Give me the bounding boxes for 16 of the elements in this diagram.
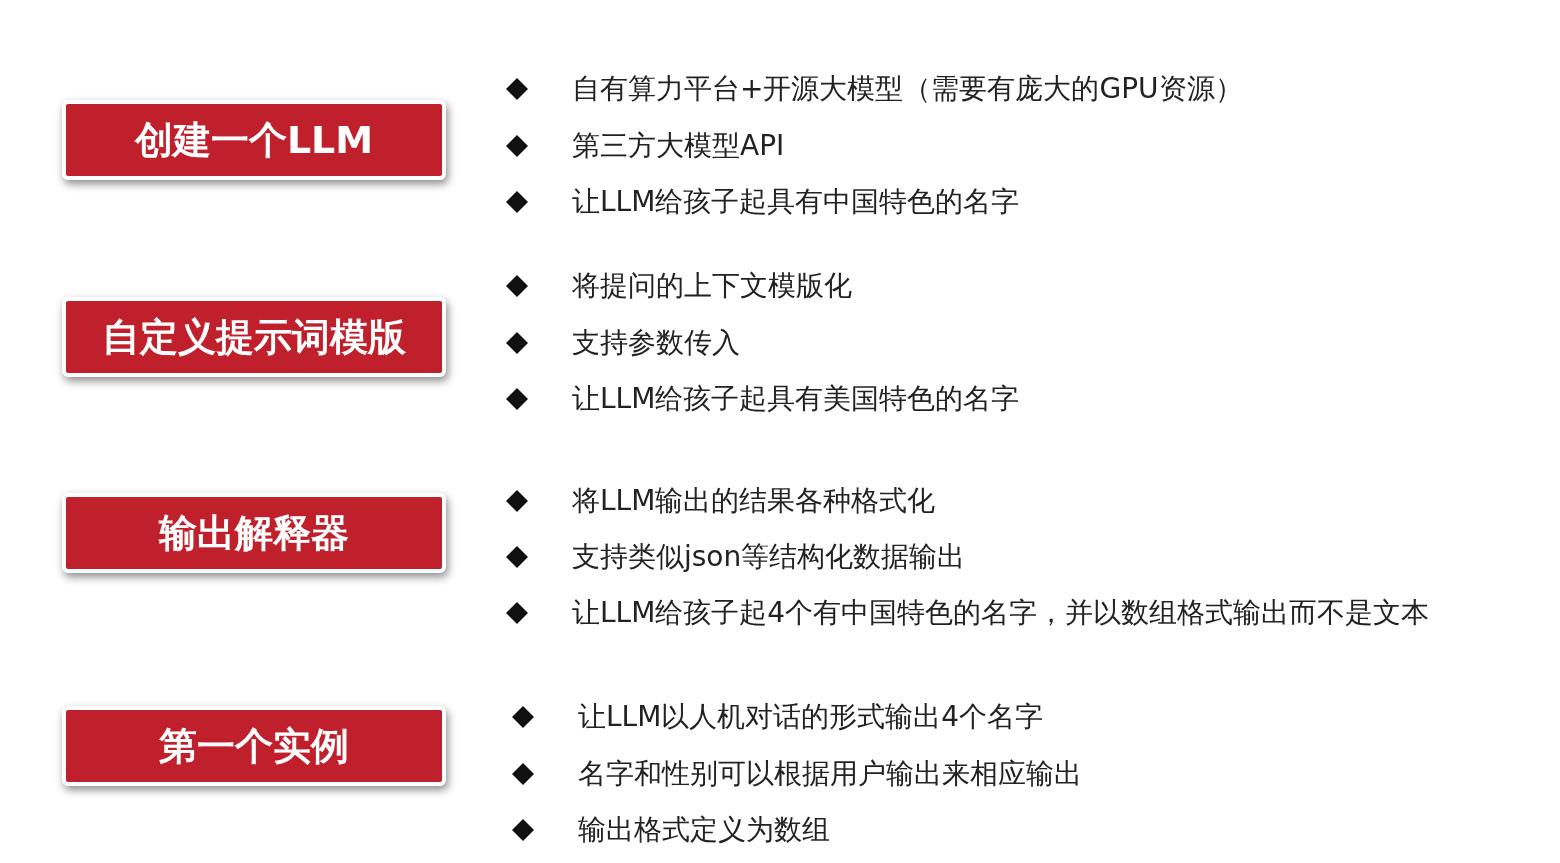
bullet-text: 支持参数传入 [572, 325, 740, 361]
bullet-text: 让LLM给孩子起4个有中国特色的名字，并以数组格式输出而不是文本 [572, 595, 1430, 631]
bullet-text: 将LLM输出的结果各种格式化 [572, 483, 936, 519]
section-title: 第一个实例 [159, 722, 349, 770]
bullet-text: 支持类似json等结构化数据输出 [572, 539, 966, 575]
bullet-text: 将提问的上下文模版化 [572, 268, 852, 304]
bullet-text: 名字和性别可以根据用户输出来相应输出 [578, 756, 1082, 792]
bullet-text: 自有算力平台+开源大模型（需要有庞大的GPU资源） [572, 71, 1243, 107]
bullet-text: 输出格式定义为数组 [578, 812, 830, 848]
bullet-text: 第三方大模型API [572, 128, 785, 164]
bullet-text: 让LLM以人机对话的形式输出4个名字 [578, 699, 1044, 735]
section-title: 输出解释器 [159, 509, 349, 557]
section-title: 创建一个LLM [134, 116, 374, 164]
bullet-text: 让LLM给孩子起具有中国特色的名字 [572, 184, 1020, 220]
bullet-text: 让LLM给孩子起具有美国特色的名字 [572, 381, 1020, 417]
section-title: 自定义提示词模版 [102, 313, 406, 361]
